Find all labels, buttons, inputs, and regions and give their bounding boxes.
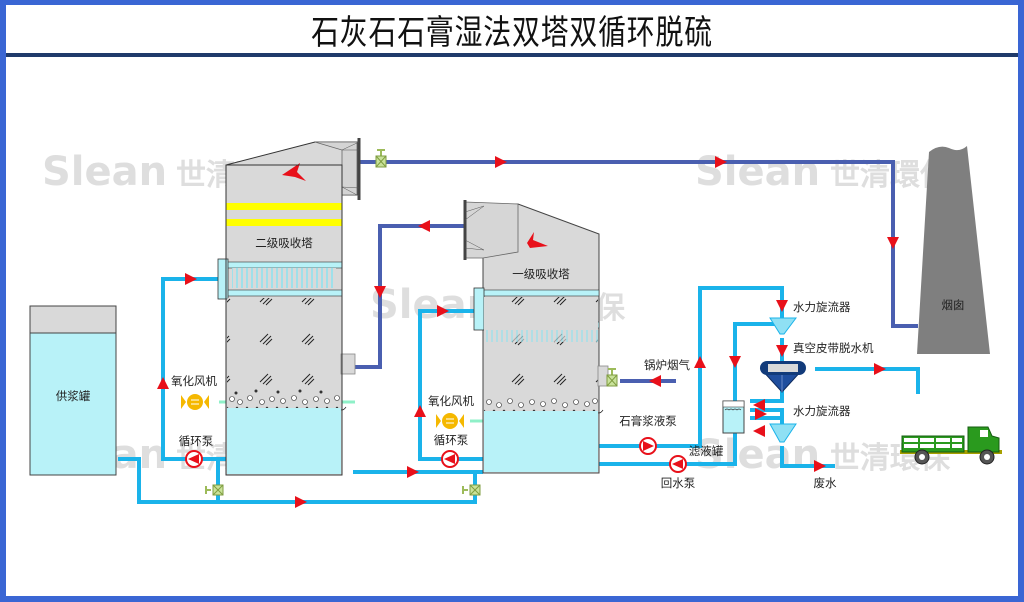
- svg-text:Slean: Slean: [695, 432, 820, 478]
- oxidation-fan-2[interactable]: [436, 413, 464, 429]
- boiler-flue-gas-label: 锅炉烟气: [644, 358, 690, 372]
- gypsum-output-pipe: [815, 367, 920, 394]
- spray-header: [482, 289, 600, 297]
- spray-header: [225, 289, 343, 297]
- valve[interactable]: [375, 149, 387, 168]
- bubbles: [229, 389, 340, 405]
- valve[interactable]: [606, 368, 618, 387]
- hydrocyclone-2-label: 水力旋流器: [793, 404, 851, 418]
- filtrate-tank[interactable]: [722, 400, 745, 434]
- waste-water-label: 废水: [814, 476, 837, 490]
- watermark-brand: Slean: [42, 149, 167, 195]
- flow-arrow: [649, 375, 661, 387]
- secondary-recirculation-loop: [161, 277, 228, 461]
- hydrocyclone-1[interactable]: [769, 317, 797, 335]
- gypsum-slurry-pump[interactable]: [639, 437, 657, 455]
- title-bar: 石灰石石膏湿法双塔双循环脱硫: [6, 5, 1018, 57]
- flow-arrow: [157, 377, 169, 389]
- flow-arrow: [776, 300, 788, 312]
- oxidation-fan-1-label: 氧化风机: [171, 374, 217, 388]
- oxidation-fan-1[interactable]: [181, 394, 209, 410]
- primary-absorption-tower[interactable]: 一级吸收塔: [463, 200, 609, 474]
- vacuum-belt-label: 真空皮带脱水机: [793, 341, 874, 355]
- flue-gas-direction-icon: [282, 163, 306, 181]
- gas-outlet-nozzle: [340, 353, 356, 375]
- secondary-tower-label: 二级吸收塔: [255, 236, 313, 250]
- supply-tank-label: 供浆罐: [56, 389, 91, 403]
- flow-arrow: [874, 363, 886, 375]
- flow-arrow: [407, 466, 419, 478]
- valve[interactable]: [462, 484, 481, 496]
- spray-header: [225, 261, 343, 269]
- valve[interactable]: [205, 484, 224, 496]
- flow-arrow: [887, 237, 899, 249]
- return-water-pump-label: 回水泵: [661, 476, 696, 490]
- flow-arrow: [495, 156, 507, 168]
- circulation-pump-2[interactable]: [441, 450, 459, 468]
- vacuum-belt-dewaterer[interactable]: [759, 361, 806, 393]
- page-title: 石灰石石膏湿法双塔双循环脱硫: [311, 12, 713, 53]
- primary-tower-label: 一级吸收塔: [512, 267, 570, 281]
- supply-slurry-tank[interactable]: 供浆罐: [29, 305, 117, 476]
- circulation-pump-1-label: 循环泵: [179, 434, 214, 448]
- bubbles: [486, 398, 598, 408]
- return-water-pipe: [597, 421, 737, 466]
- slurry-liquid: [484, 411, 598, 472]
- flow-arrow: [414, 405, 426, 417]
- chimney-label: 烟囱: [942, 298, 965, 312]
- oxidation-fan-2-label: 氧化风机: [428, 394, 474, 408]
- flow-arrow: [729, 356, 741, 368]
- flow-arrow: [694, 356, 706, 368]
- chimney[interactable]: 烟囱: [917, 146, 990, 354]
- secondary-absorption-tower[interactable]: 二级吸收塔: [217, 138, 361, 476]
- gypsum-truck-icon: [900, 426, 1002, 465]
- circulation-pump-2-label: 循环泵: [434, 433, 469, 447]
- slurry-liquid: [227, 408, 341, 474]
- demister-layer: [226, 203, 342, 210]
- flow-arrow: [418, 220, 430, 232]
- hydrocyclone-1-label: 水力旋流器: [793, 300, 851, 314]
- demister-layer: [226, 219, 342, 226]
- hydrocyclone-2[interactable]: [769, 423, 797, 443]
- flow-arrow: [185, 273, 197, 285]
- flow-arrow: [776, 345, 788, 357]
- circulation-pump-1[interactable]: [185, 450, 203, 468]
- filtrate-tank-label: 滤液罐: [689, 444, 724, 458]
- return-water-pump[interactable]: [669, 455, 687, 473]
- gypsum-slurry-pipe: [597, 286, 784, 448]
- svg-text:Slean: Slean: [695, 149, 820, 195]
- flue-gas-direction-icon: [527, 232, 548, 248]
- flow-arrow: [295, 496, 307, 508]
- gypsum-slurry-pump-label: 石膏浆液泵: [619, 414, 677, 428]
